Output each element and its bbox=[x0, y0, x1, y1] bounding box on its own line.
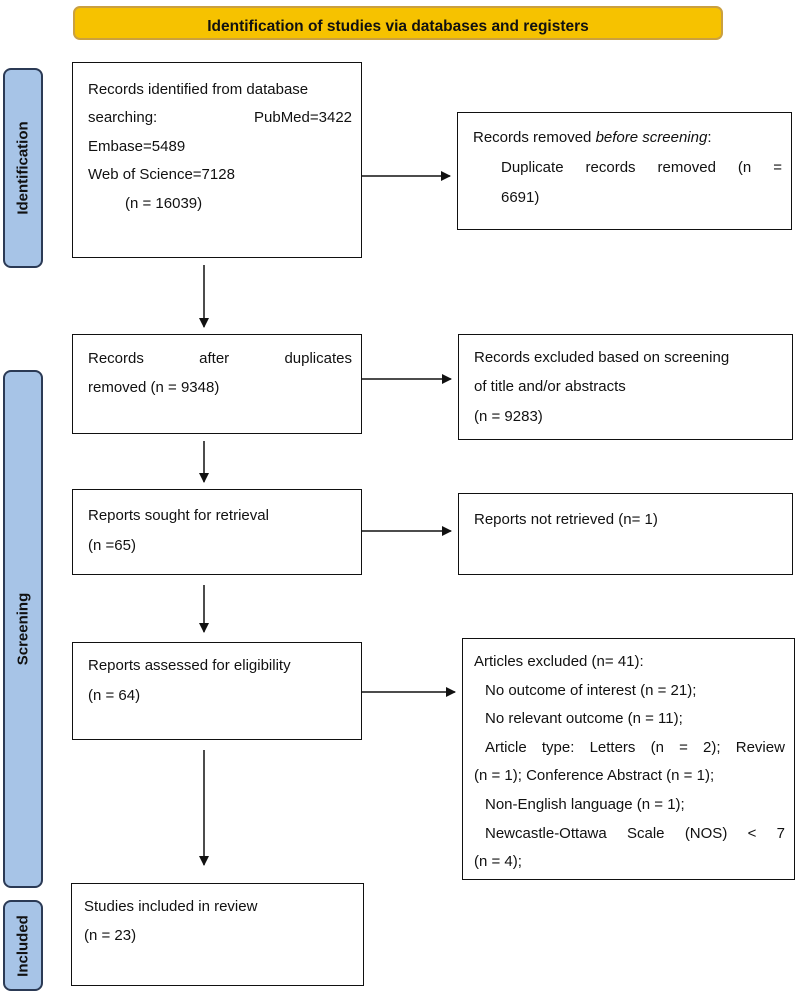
text-line: Newcastle-Ottawa Scale (NOS) < 7 bbox=[485, 825, 785, 842]
box-records-after-duplicates: Records after duplicates removed (n = 93… bbox=[72, 334, 362, 434]
text-line: Records removed before screening: bbox=[473, 129, 712, 146]
box-reports-sought: Reports sought for retrieval (n =65) bbox=[72, 489, 362, 575]
text-line: Records after duplicates bbox=[88, 350, 352, 367]
section-header: Identification of studies via databases … bbox=[73, 6, 723, 40]
text-line: (n = 16039) bbox=[125, 195, 203, 212]
box-records-excluded: Records excluded based on screening of t… bbox=[458, 334, 793, 440]
text-line: (n =65) bbox=[88, 537, 136, 554]
text-line: Records identified from database bbox=[88, 81, 309, 98]
text-line: Studies included in review bbox=[84, 898, 258, 915]
box-records-identified: Records identified from database searchi… bbox=[72, 62, 362, 258]
text-line: Records excluded based on screening bbox=[474, 349, 730, 366]
box-studies-included: Studies included in review (n = 23) bbox=[71, 883, 364, 986]
text-line: Non-English language (n = 1); bbox=[485, 796, 685, 813]
text-line: No relevant outcome (n = 11); bbox=[485, 710, 683, 727]
box-records-removed: Records removed before screening: Duplic… bbox=[457, 112, 792, 230]
text-line: Article type: Letters (n = 2); Review bbox=[485, 739, 785, 756]
phase-identification: Identification bbox=[3, 68, 43, 268]
text-line: Articles excluded (n= 41): bbox=[474, 653, 644, 670]
text-line: searching: PubMed=3422 bbox=[88, 109, 352, 126]
text-line: Embase=5489 bbox=[88, 138, 186, 155]
text-line: (n = 9283) bbox=[474, 408, 543, 425]
text-line: (n = 4); bbox=[474, 853, 522, 870]
text-line: removed (n = 9348) bbox=[88, 379, 220, 396]
text-line: Duplicate records removed (n = bbox=[501, 159, 782, 176]
text-line: (n = 64) bbox=[88, 687, 141, 704]
phase-screening: Screening bbox=[3, 370, 43, 888]
text-line: Reports assessed for eligibility bbox=[88, 657, 291, 674]
text-line: of title and/or abstracts bbox=[474, 378, 626, 395]
text-line: Reports not retrieved (n= 1) bbox=[474, 511, 658, 528]
box-articles-excluded: Articles excluded (n= 41): No outcome of… bbox=[462, 638, 795, 880]
text-line: 6691) bbox=[501, 189, 540, 206]
box-reports-not-retrieved: Reports not retrieved (n= 1) bbox=[458, 493, 793, 575]
text-line: (n = 23) bbox=[84, 927, 137, 944]
text-line: (n = 1); Conference Abstract (n = 1); bbox=[474, 767, 715, 784]
text-line: No outcome of interest (n = 21); bbox=[485, 682, 697, 699]
text-line: Reports sought for retrieval bbox=[88, 507, 269, 524]
box-reports-assessed: Reports assessed for eligibility (n = 64… bbox=[72, 642, 362, 740]
text-line: Web of Science=7128 bbox=[88, 166, 235, 183]
phase-included: Included bbox=[3, 900, 43, 991]
